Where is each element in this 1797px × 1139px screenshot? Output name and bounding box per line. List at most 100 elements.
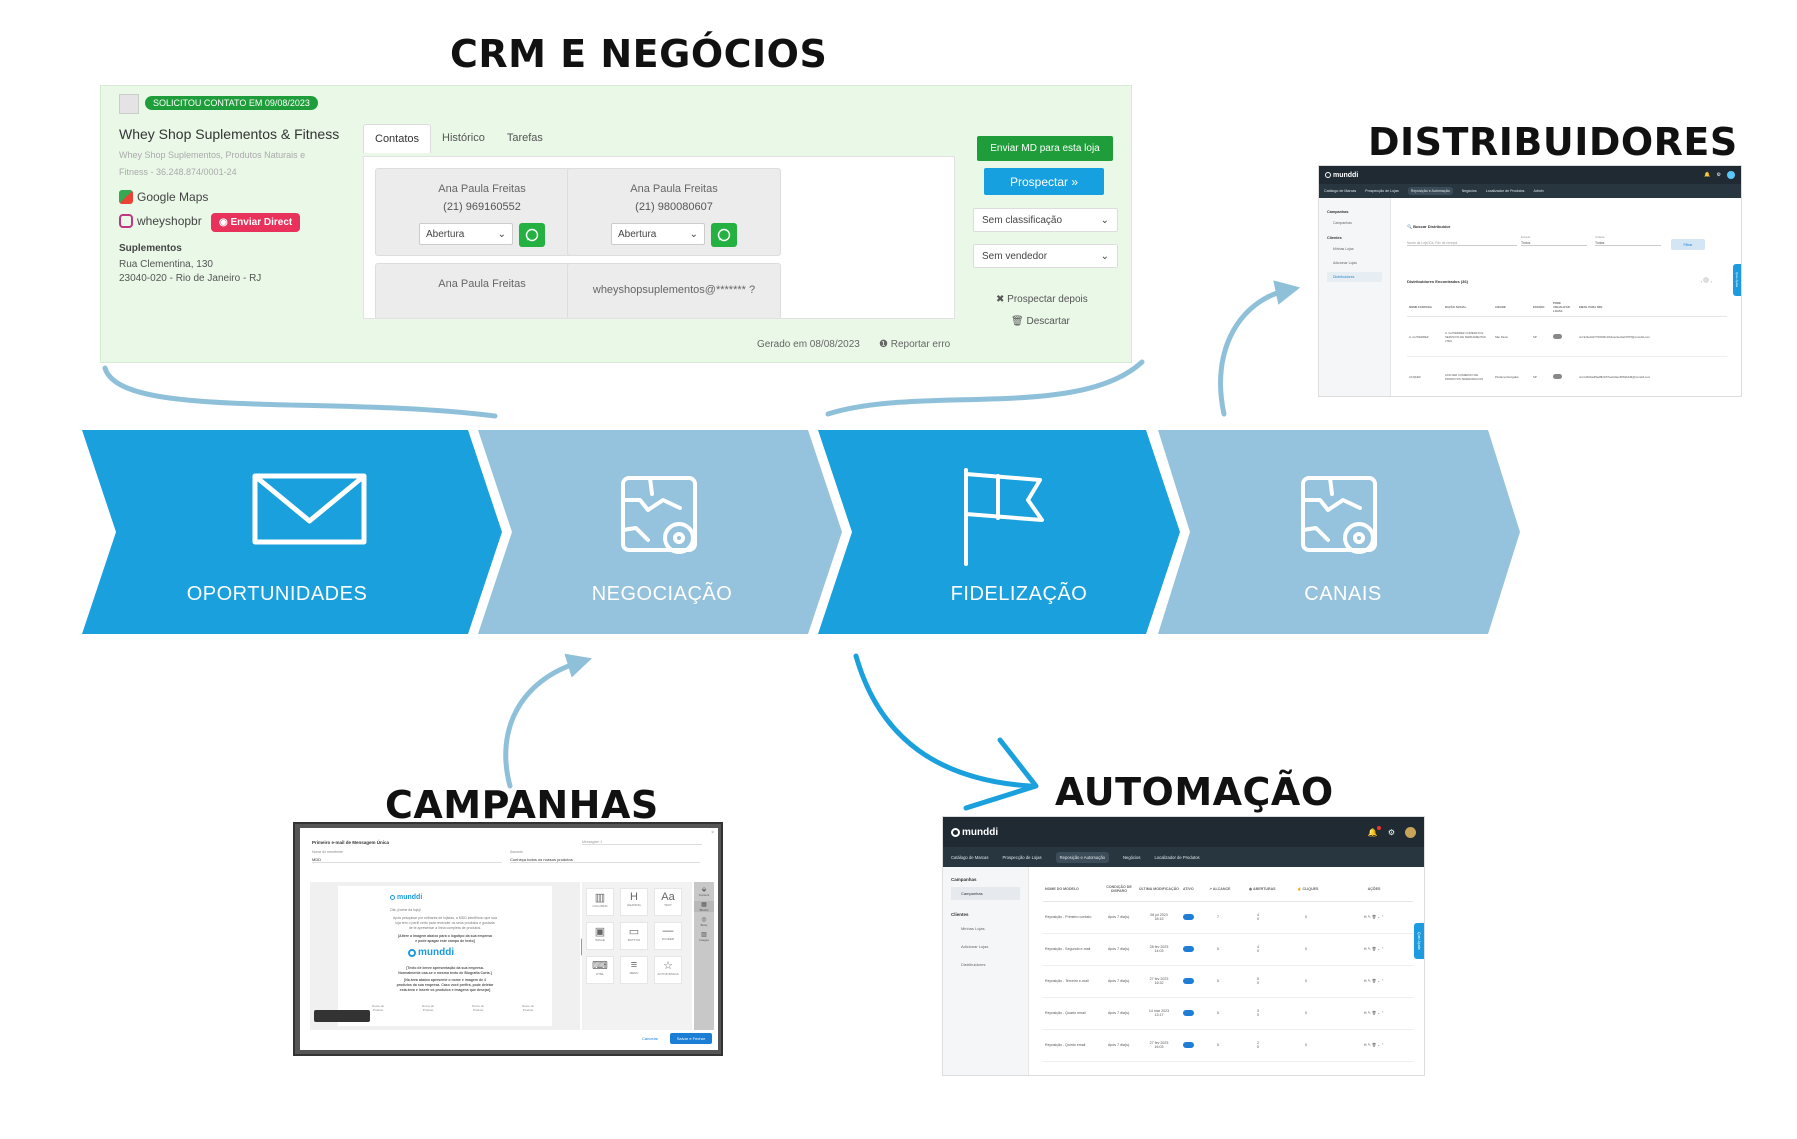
instagram-link[interactable]: wheyshopbr [119,214,202,228]
trash-icon[interactable]: 🗑 [1371,915,1377,919]
gear-icon[interactable]: ⚙ [1716,172,1721,178]
nav-localizador[interactable]: Localizador de Produtos [1485,189,1525,193]
bell-icon[interactable]: 🔔 [1704,172,1711,178]
sender-input[interactable]: MDD [312,857,502,863]
rail-body[interactable]: ◎Body [694,916,714,927]
nav-catalogo[interactable]: Catálogo de Marcas [1324,189,1357,193]
block-actionstags[interactable]: ☆ACTIONSTAGS [654,956,682,984]
nav-reposicao[interactable]: Reposição e Automação [1407,187,1453,195]
send-md-button[interactable]: Enviar MD para esta loja [977,136,1113,161]
rail-content[interactable]: ⬙Content [694,886,714,897]
prospect-later-button[interactable]: ✖ Prospectar depois [996,294,1088,305]
trash-icon[interactable]: 🗑 [1371,947,1377,951]
mail-icon[interactable]: ✉ [1363,1043,1367,1047]
whatsapp-button[interactable] [711,223,737,247]
avatar[interactable] [1727,171,1735,179]
sidebar-item-campanhas[interactable]: Campanhas [951,887,1020,900]
edit-icon[interactable]: ✎ [1367,1011,1371,1015]
block-columns[interactable]: ▥COLUMNS [586,888,614,916]
trash-icon[interactable]: 🗑 [1371,1043,1377,1047]
sidebar-item-campanhas[interactable]: Campanhas [1333,221,1352,225]
chevron-up-icon[interactable]: ⌃ [1381,1043,1385,1047]
block-divider[interactable]: —DIVIDER [654,922,682,950]
page-current[interactable] [1703,277,1710,283]
contact-status-select[interactable]: Abertura⌄ [419,223,513,245]
nav-negocios[interactable]: Negócios [1123,854,1141,860]
block-image[interactable]: ▣IMAGE [586,922,614,950]
active-toggle[interactable] [1183,1009,1194,1016]
active-toggle[interactable] [1183,977,1194,984]
rail-blocks[interactable]: ▦Blocks [694,901,714,912]
state-select[interactable]: Todos [1521,241,1587,246]
active-toggle[interactable] [1183,1041,1194,1048]
view-toggle[interactable] [1553,333,1562,339]
contact-status-select[interactable]: Abertura⌄ [611,223,705,245]
mail-icon[interactable]: ✉ [1363,979,1367,983]
bell-icon[interactable]: 🔔 [1368,825,1381,837]
mail-icon[interactable]: ✉ [1363,1011,1367,1015]
send-direct-button[interactable]: ◉ Enviar Direct [211,213,301,232]
edit-icon[interactable]: ✎ [1367,947,1371,951]
nav-prospeccao[interactable]: Prospecção de Lojas [1002,854,1042,860]
nav-reposicao[interactable]: Reposição e Automação [1055,851,1109,863]
gear-icon[interactable]: ⚙ [1387,827,1395,837]
sidebar-item-minhas-lojas[interactable]: Minhas Lojas [961,926,985,931]
rail-images[interactable]: ▨Images [694,931,714,942]
chevron-down-icon[interactable]: ⌄ [1377,1043,1381,1047]
subject-input[interactable]: Conheça todos os nossos produtos [510,857,700,863]
chevron-left-icon[interactable]: ‹ [1701,279,1704,284]
chevron-down-icon[interactable]: ⌄ [1377,1011,1381,1015]
edit-icon[interactable]: ✎ [1367,979,1371,983]
city-select[interactable]: Todas [1595,241,1661,246]
chevron-down-icon[interactable]: ⌄ [1377,947,1381,951]
save-close-button[interactable]: Salvar e Fechar [670,1033,712,1044]
close-icon[interactable]: × [711,830,714,836]
pagination[interactable]: ‹ › [1701,277,1712,284]
edit-icon[interactable]: ✎ [1367,1043,1371,1047]
chevron-up-icon[interactable]: ⌃ [1381,915,1385,919]
block-html[interactable]: ⌨HTML [586,956,614,984]
table-row[interactable]: A. GUTIERREZ A. GUTIERREZ COMERCIO E SER… [1407,316,1727,357]
editor-toolbar[interactable] [314,1010,370,1022]
trash-icon[interactable]: 🗑 [1371,1011,1377,1015]
discard-button[interactable]: 🗑 Descartar [1011,316,1070,327]
block-menu[interactable]: ≡MENU [620,956,648,984]
seller-select[interactable]: Sem vendedor⌄ [973,244,1118,268]
sidebar-item-adicionar-lojas[interactable]: Adicionar Lojas [1333,261,1357,265]
classification-select[interactable]: Sem classificação⌄ [973,208,1118,232]
chevron-down-icon[interactable]: ⌄ [1377,979,1381,983]
active-toggle[interactable] [1183,945,1194,952]
email-preview[interactable]: munddi Olá, {nome da loja}! Após pesquis… [338,886,552,1026]
trash-icon[interactable]: 🗑 [1371,979,1377,983]
prospect-button[interactable]: Prospectar » [984,168,1104,195]
sidebar-item-minhas-lojas[interactable]: Minhas Lojas [1333,247,1354,251]
chevron-right-icon[interactable]: › [1709,279,1712,284]
tab-contatos[interactable]: Contatos [363,124,432,153]
nav-catalogo[interactable]: Catálogo de Marcas [951,854,989,860]
table-row[interactable]: ACQFER ACD FER COMERCIO DE PRODUTOS SIDE… [1407,356,1727,396]
edit-icon[interactable]: ✎ [1367,915,1371,919]
nav-admin[interactable]: Admin [1533,189,1544,193]
active-toggle[interactable] [1183,913,1194,920]
chevron-up-icon[interactable]: ⌃ [1381,1011,1385,1015]
mail-icon[interactable]: ✉ [1363,947,1367,951]
mail-icon[interactable]: ✉ [1363,915,1367,919]
message-select[interactable]: Mensagem 1 [582,840,702,845]
whatsapp-button[interactable] [519,223,545,247]
nav-prospeccao[interactable]: Prospecção de Lojas [1365,189,1399,193]
chevron-down-icon[interactable]: ⌄ [1377,915,1381,919]
sidebar-item-adicionar-lojas[interactable]: Adicionar Lojas [961,944,989,949]
chevron-up-icon[interactable]: ⌃ [1381,979,1385,983]
sidebar-item-distribuidores[interactable]: Distribuidores [1327,272,1382,282]
nav-localizador[interactable]: Localizador de Produtos [1154,854,1200,860]
help-tab[interactable]: Quer Ajuda [1733,264,1741,296]
chevron-up-icon[interactable]: ⌃ [1381,947,1385,951]
cancel-button[interactable]: Cancelar [642,1036,659,1041]
help-tab[interactable]: Quer Ajuda [1414,923,1424,959]
